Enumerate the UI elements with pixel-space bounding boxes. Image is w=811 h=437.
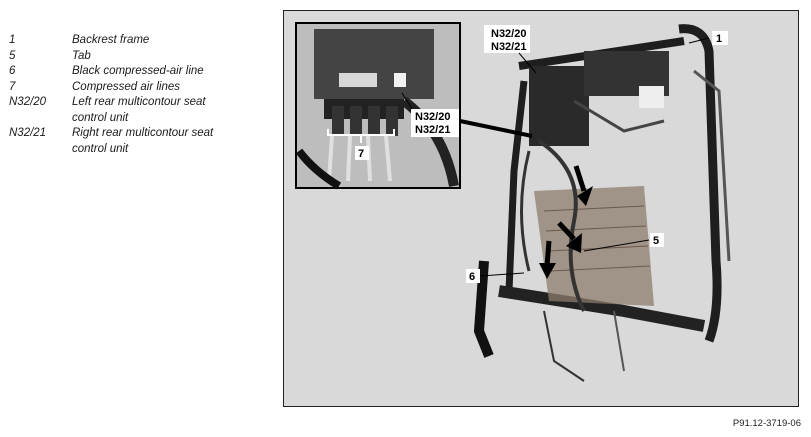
legend-desc: Black compressed-air line xyxy=(72,65,204,77)
legend-item: 5 Tab xyxy=(9,49,242,65)
legend-key: 6 xyxy=(9,65,16,77)
legend-list: 1 Backrest frame 5 Tab 6 Black compresse… xyxy=(9,33,242,157)
legend-item: 7 Compressed air lines xyxy=(9,80,242,96)
legend-item: N32/20 Left rear multicontour seat contr… xyxy=(9,95,242,126)
legend-item: 1 Backrest frame xyxy=(9,33,242,49)
callout-tab: 5 xyxy=(653,235,659,247)
callout-unit-line1: N32/20 xyxy=(491,28,526,40)
legend-desc: Tab xyxy=(72,49,91,62)
callout-unit-line2: N32/21 xyxy=(491,41,526,53)
figure-reference-number: P91.12-3719-06 xyxy=(732,418,801,429)
callout-inset-unit-line1: N32/20 xyxy=(415,111,450,123)
legend-desc: Backrest frame xyxy=(72,34,150,46)
legend-key: 1 xyxy=(9,34,16,46)
seat-frame-figure: N32/20 N32/21 N32/20 N32/21 1 5 6 7 xyxy=(283,10,799,407)
callout-air-line: 6 xyxy=(469,271,475,283)
legend-desc: Compressed air lines xyxy=(72,80,181,93)
legend-key: 5 xyxy=(9,49,16,62)
callout-box-unit xyxy=(484,25,530,53)
callout-box-frame xyxy=(712,31,728,45)
legend-desc: Right rear multicontour seat control uni… xyxy=(72,127,214,155)
inset-detail xyxy=(295,22,461,190)
legend-key: N32/21 xyxy=(9,127,47,139)
legend-item: N32/21 Right rear multicontour seat cont… xyxy=(9,126,242,157)
callout-air-lines: 7 xyxy=(358,148,364,160)
backrest-frame-drawing xyxy=(473,24,731,382)
callout-box-air-line xyxy=(466,269,480,283)
legend-item: 6 Black compressed-air line xyxy=(9,64,242,80)
callout-inset-unit-line2: N32/21 xyxy=(415,124,450,136)
legend-desc: Left rear multicontour seat control unit xyxy=(72,96,206,124)
callout-box-tab xyxy=(650,233,664,247)
seat-frame-illustration: N32/20 N32/21 N32/20 N32/21 1 5 6 7 xyxy=(295,22,731,382)
callout-frame: 1 xyxy=(716,33,722,45)
callout-box-air-lines xyxy=(355,146,369,160)
legend-key: 7 xyxy=(9,80,16,93)
legend-key: N32/20 xyxy=(9,96,47,108)
